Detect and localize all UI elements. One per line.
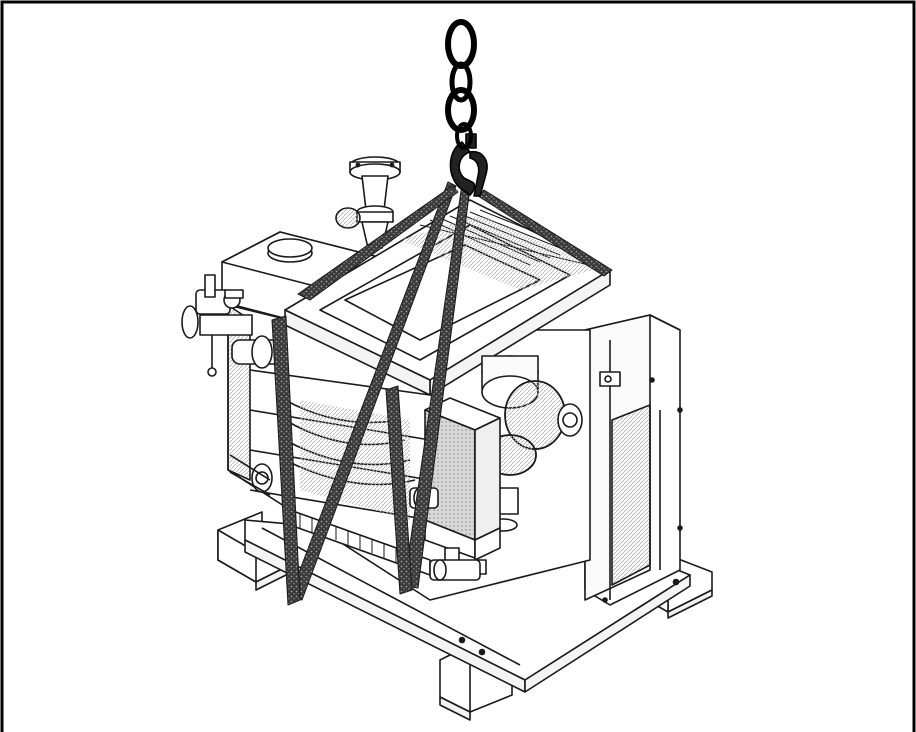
lifting-chain-icon [445, 19, 477, 150]
exhaust-flange [335, 156, 401, 249]
inlet-piping [181, 274, 283, 496]
control-cabinet [584, 314, 683, 606]
motor-assembly [481, 355, 583, 532]
pallet-skid-icon [217, 511, 713, 721]
lifting-strap-icon [271, 181, 613, 606]
